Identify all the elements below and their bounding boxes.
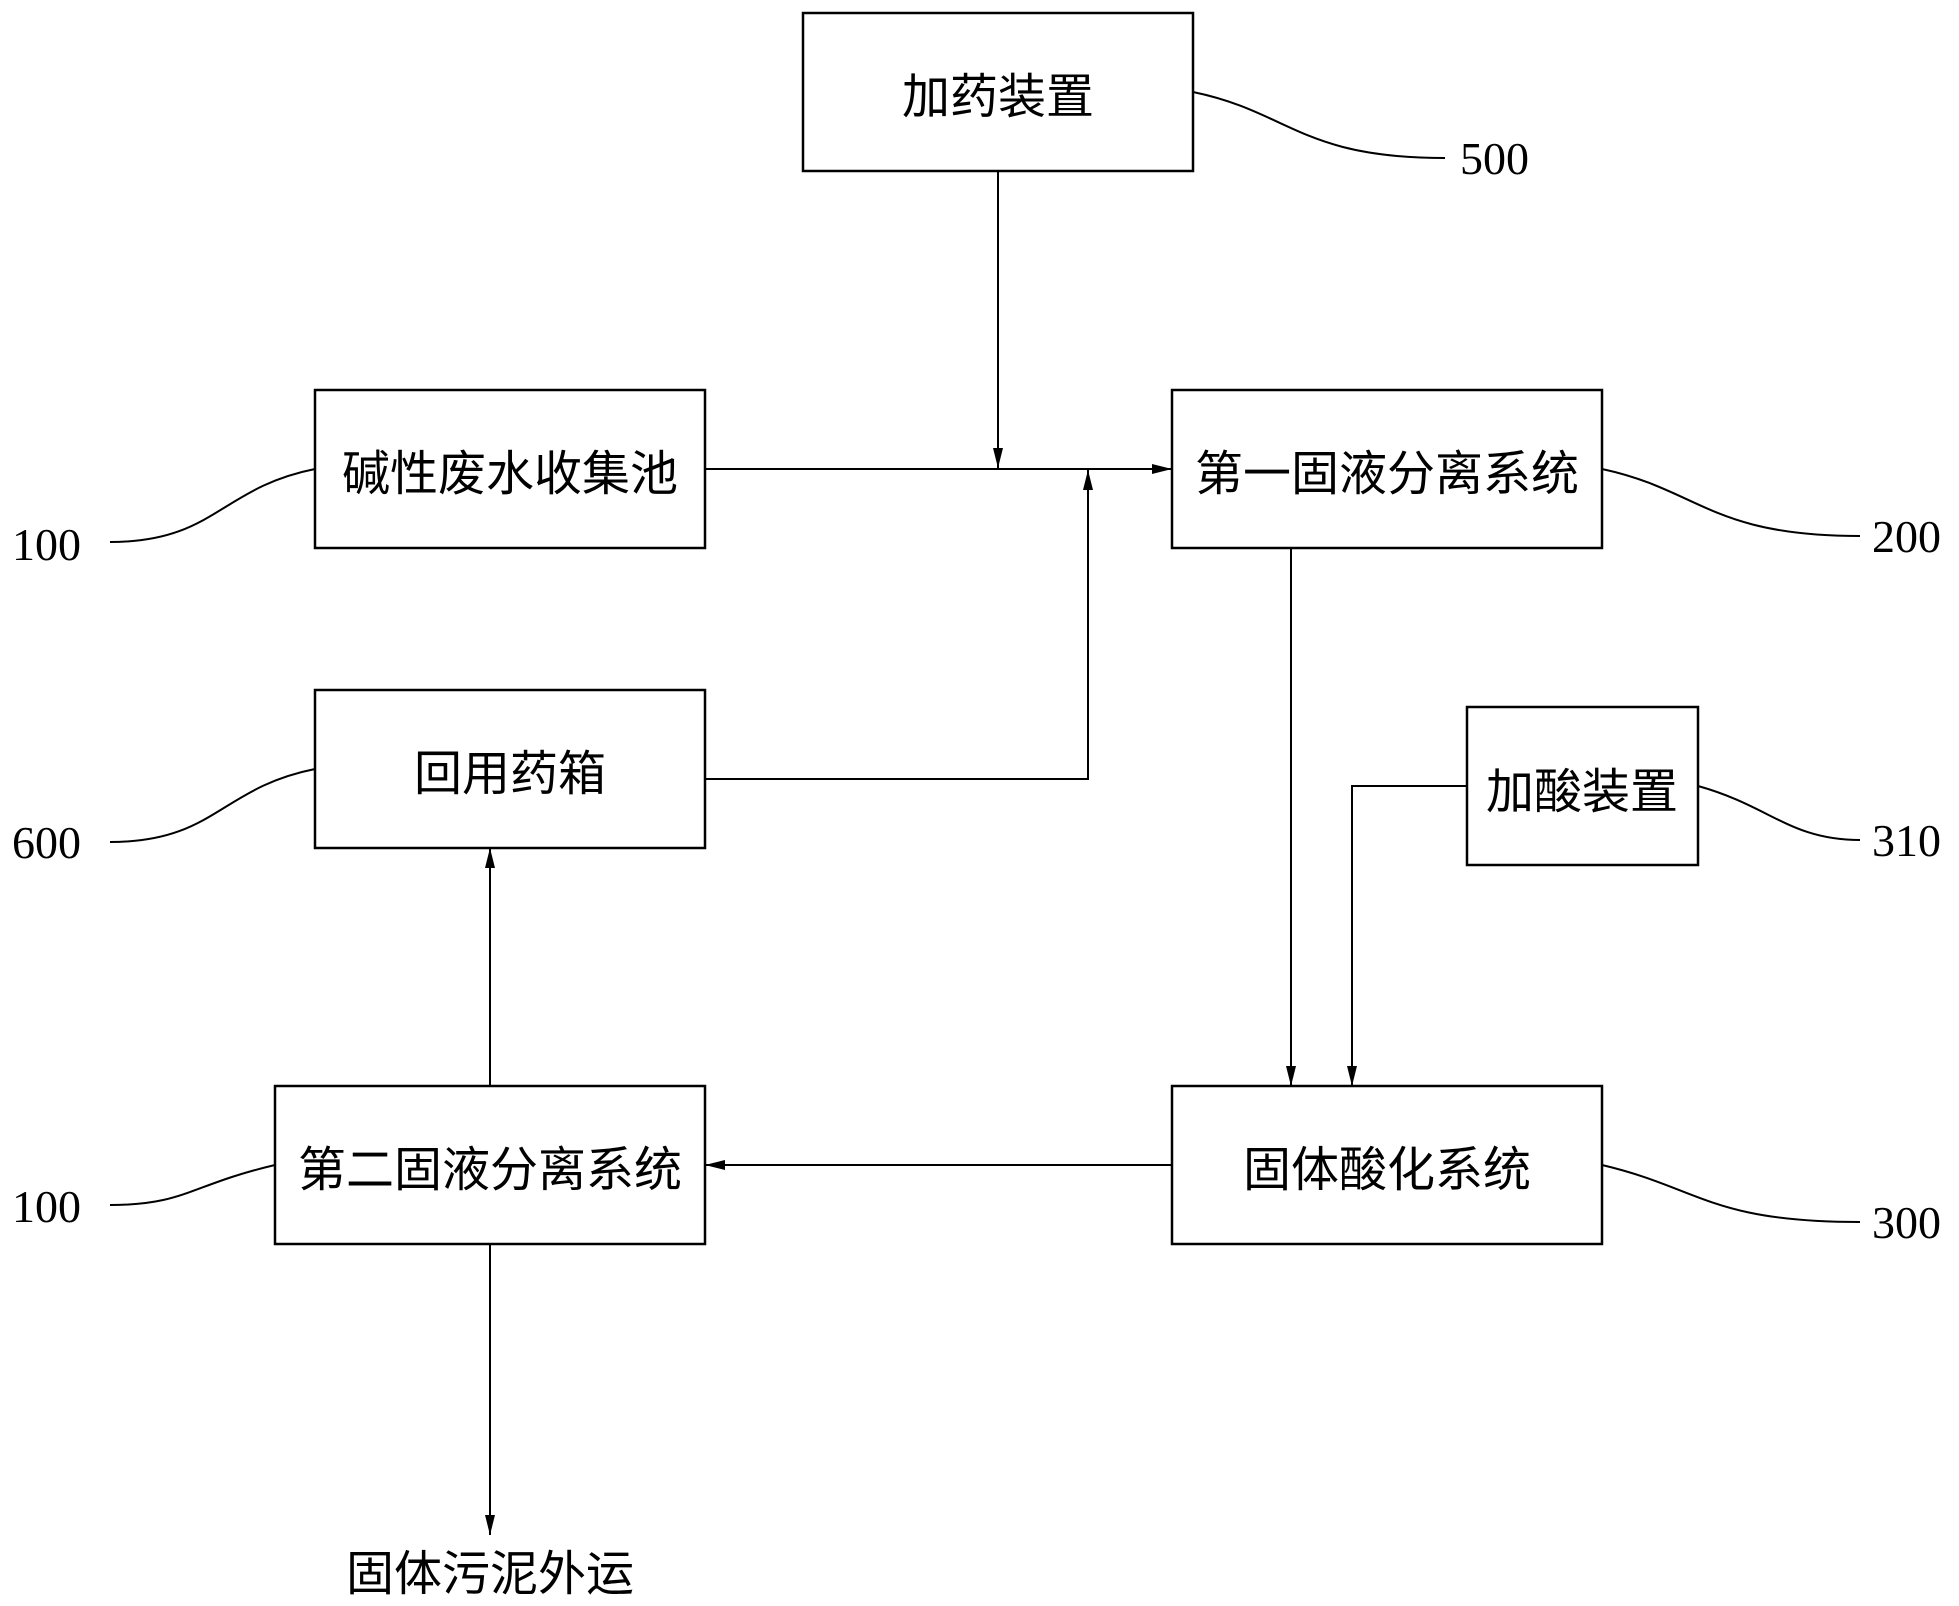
node-dosing-device: 加药装置 (801, 11, 1195, 173)
node-second-separation: 第二固液分离系统 (273, 1084, 707, 1246)
ref-second-separation: 100 (12, 1181, 81, 1232)
leader-reuse-tank (109, 768, 316, 843)
leader-acidification (1601, 1164, 1861, 1223)
node-alkaline-pool: 碱性废水收集池 (313, 388, 707, 550)
leader-second-separation (109, 1164, 276, 1206)
ref-first-separation: 200 (1872, 511, 1941, 562)
node-reuse-tank: 回用药箱 (313, 688, 707, 850)
node-reuse-tank-label: 回用药箱 (414, 746, 606, 802)
ref-dosing-device: 500 (1460, 133, 1529, 184)
sludge-out-label: 固体污泥外运 (346, 1546, 634, 1602)
ref-alkaline-pool: 100 (12, 519, 81, 570)
leader-dosing-device (1192, 91, 1446, 159)
node-alkaline-pool-label: 碱性废水收集池 (342, 446, 678, 502)
edge-reuse-to-main-line (705, 470, 1093, 780)
leader-acid-device (1697, 785, 1861, 841)
node-acid-device-label: 加酸装置 (1486, 764, 1678, 820)
node-dosing-device-label: 加药装置 (902, 69, 1094, 125)
ref-reuse-tank: 600 (12, 817, 81, 868)
ref-acid-device: 310 (1872, 815, 1941, 866)
node-acidification-label: 固体酸化系统 (1243, 1142, 1531, 1198)
ref-acidification: 300 (1872, 1197, 1941, 1248)
node-first-separation: 第一固液分离系统 (1170, 388, 1604, 550)
node-acidification: 固体酸化系统 (1170, 1084, 1604, 1246)
edge-acid-device-to-acidification (1347, 785, 1467, 1086)
node-second-separation-label: 第二固液分离系统 (298, 1142, 682, 1198)
leader-alkaline-pool (109, 468, 316, 543)
node-first-separation-label: 第一固液分离系统 (1195, 446, 1579, 502)
node-acid-device: 加酸装置 (1465, 705, 1700, 867)
leader-first-separation (1601, 468, 1861, 537)
